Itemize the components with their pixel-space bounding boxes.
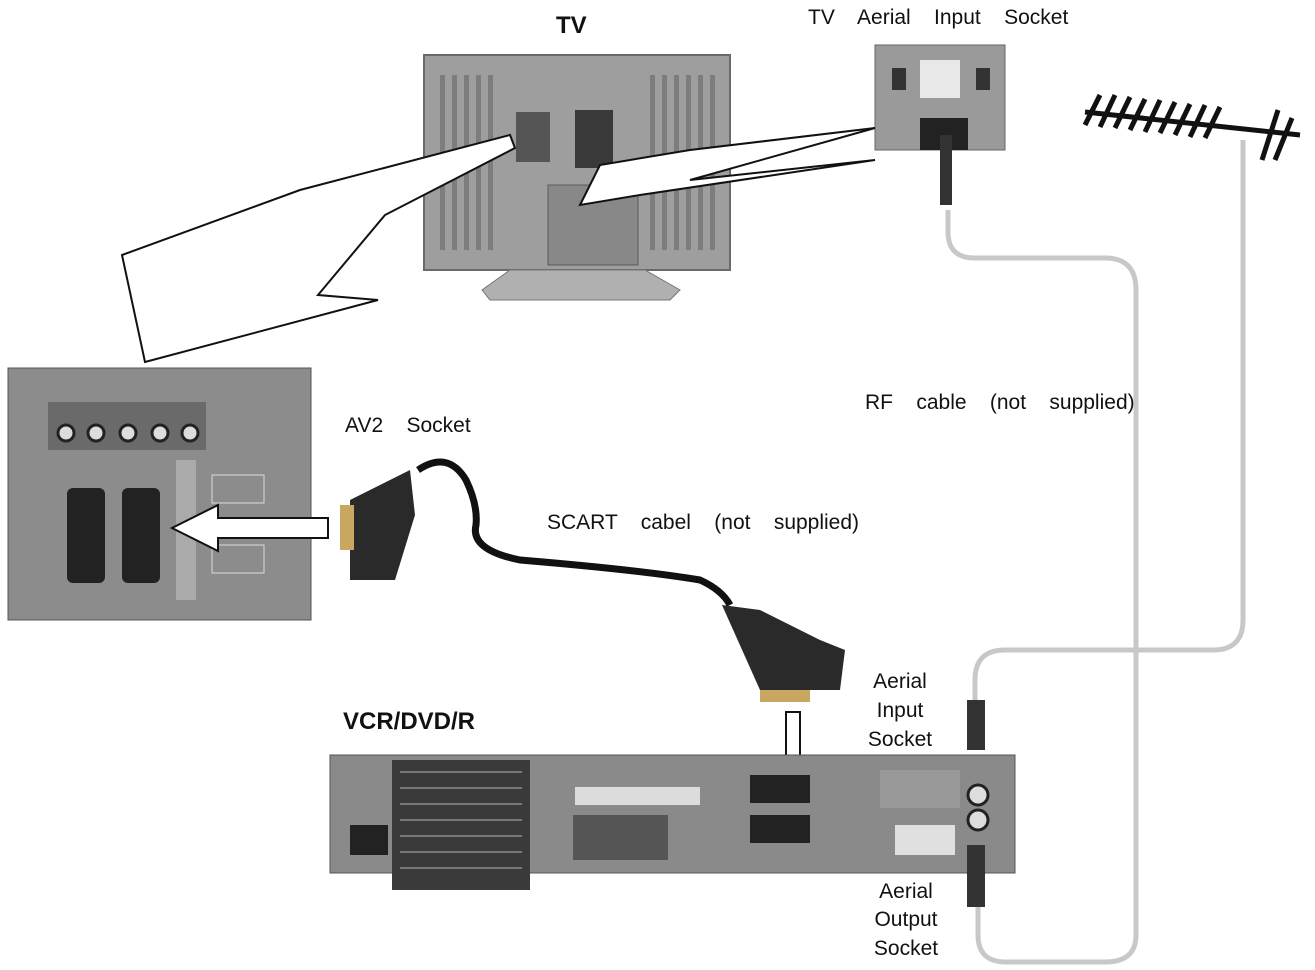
- rf-cable-tv: [945, 210, 1139, 965]
- rf-cable-antenna: [972, 140, 1246, 705]
- scart-cable-label: SCART cabel (not supplied): [547, 511, 859, 534]
- tv-label: TV: [556, 12, 587, 39]
- vcr-dvd-r-label: VCR/DVD/R: [343, 708, 475, 735]
- arrow-icon: [578, 127, 876, 207]
- scart-plug-icon: [722, 605, 845, 702]
- aerial-input-socket-label-line1: Aerial: [873, 670, 927, 693]
- rf-connector-icon: [967, 700, 985, 750]
- aerial-output-socket-label-line1: Aerial: [879, 880, 933, 903]
- aerial-socket-illustration: [874, 44, 1006, 205]
- aerial-output-socket-label-line3: Socket: [874, 937, 938, 960]
- antenna-icon: [1082, 93, 1301, 161]
- tv-aerial-input-socket-label: TV Aerial Input Socket: [808, 6, 1068, 29]
- av2-socket-label: AV2 Socket: [345, 414, 471, 437]
- tv-rear-illustration: [423, 54, 731, 301]
- aerial-output-socket-label-line2: Output: [874, 908, 937, 931]
- rf-connector-icon: [967, 845, 985, 907]
- scart-plug-icon: [340, 470, 415, 580]
- arrow-icon: [169, 503, 329, 553]
- arrow-icon: [120, 133, 517, 364]
- aerial-input-socket-label-line2: Input: [877, 699, 924, 722]
- av-panel-illustration: [7, 367, 312, 621]
- rf-cable-label: RF cable (not supplied): [865, 391, 1135, 414]
- aerial-input-socket-label-line3: Socket: [868, 728, 932, 751]
- scart-cable: [416, 458, 734, 607]
- vcr-rear-illustration: [329, 754, 1016, 890]
